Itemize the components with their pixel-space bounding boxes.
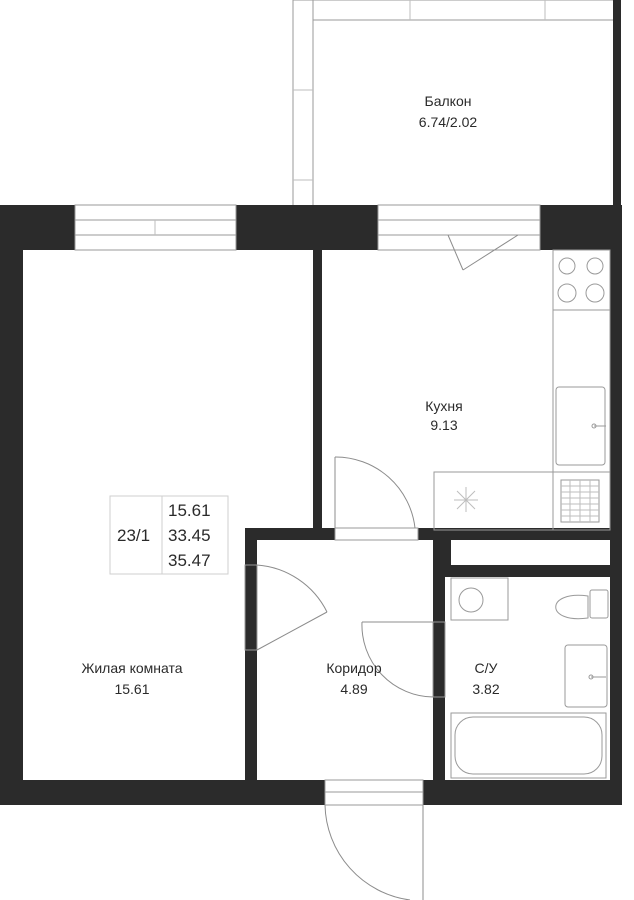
washing-machine-icon (450, 577, 509, 621)
fridge-icon (454, 487, 478, 512)
radiator-icon (560, 479, 600, 523)
kitchen-sink-icon (555, 386, 606, 466)
room-area-balcony: 6.74/2.02 (419, 114, 478, 130)
kitchen-door (334, 456, 419, 541)
room-name-kitchen: Кухня (425, 398, 462, 414)
walls (0, 205, 622, 805)
area-summary-box: 23/1 15.61 33.45 35.47 (109, 495, 229, 575)
unit-number: 23/1 (117, 526, 150, 545)
bathroom-door (361, 621, 446, 698)
living-room-door (244, 564, 328, 651)
total-area-value: 33.45 (168, 526, 211, 545)
bathroom-sink-icon (564, 644, 608, 708)
bathtub-icon (450, 712, 607, 779)
toilet-icon (555, 589, 609, 620)
room-name-bathroom: С/У (475, 660, 498, 676)
window-living (74, 204, 237, 251)
total-with-balcony-value: 35.47 (168, 551, 211, 570)
room-area-corridor: 4.89 (340, 681, 367, 697)
stove-icon (552, 249, 611, 311)
window-kitchen (377, 204, 541, 251)
entrance-door (324, 779, 424, 900)
balcony-area (292, 0, 621, 205)
room-name-balcony: Балкон (425, 93, 472, 109)
room-name-living: Жилая комната (81, 660, 182, 676)
balcony-door (447, 234, 519, 271)
room-area-kitchen: 9.13 (430, 417, 457, 433)
room-area-bathroom: 3.82 (472, 681, 499, 697)
room-name-corridor: Коридор (326, 660, 382, 676)
kitchen-counter (433, 249, 611, 531)
living-area-value: 15.61 (168, 501, 211, 520)
room-area-living: 15.61 (114, 681, 149, 697)
